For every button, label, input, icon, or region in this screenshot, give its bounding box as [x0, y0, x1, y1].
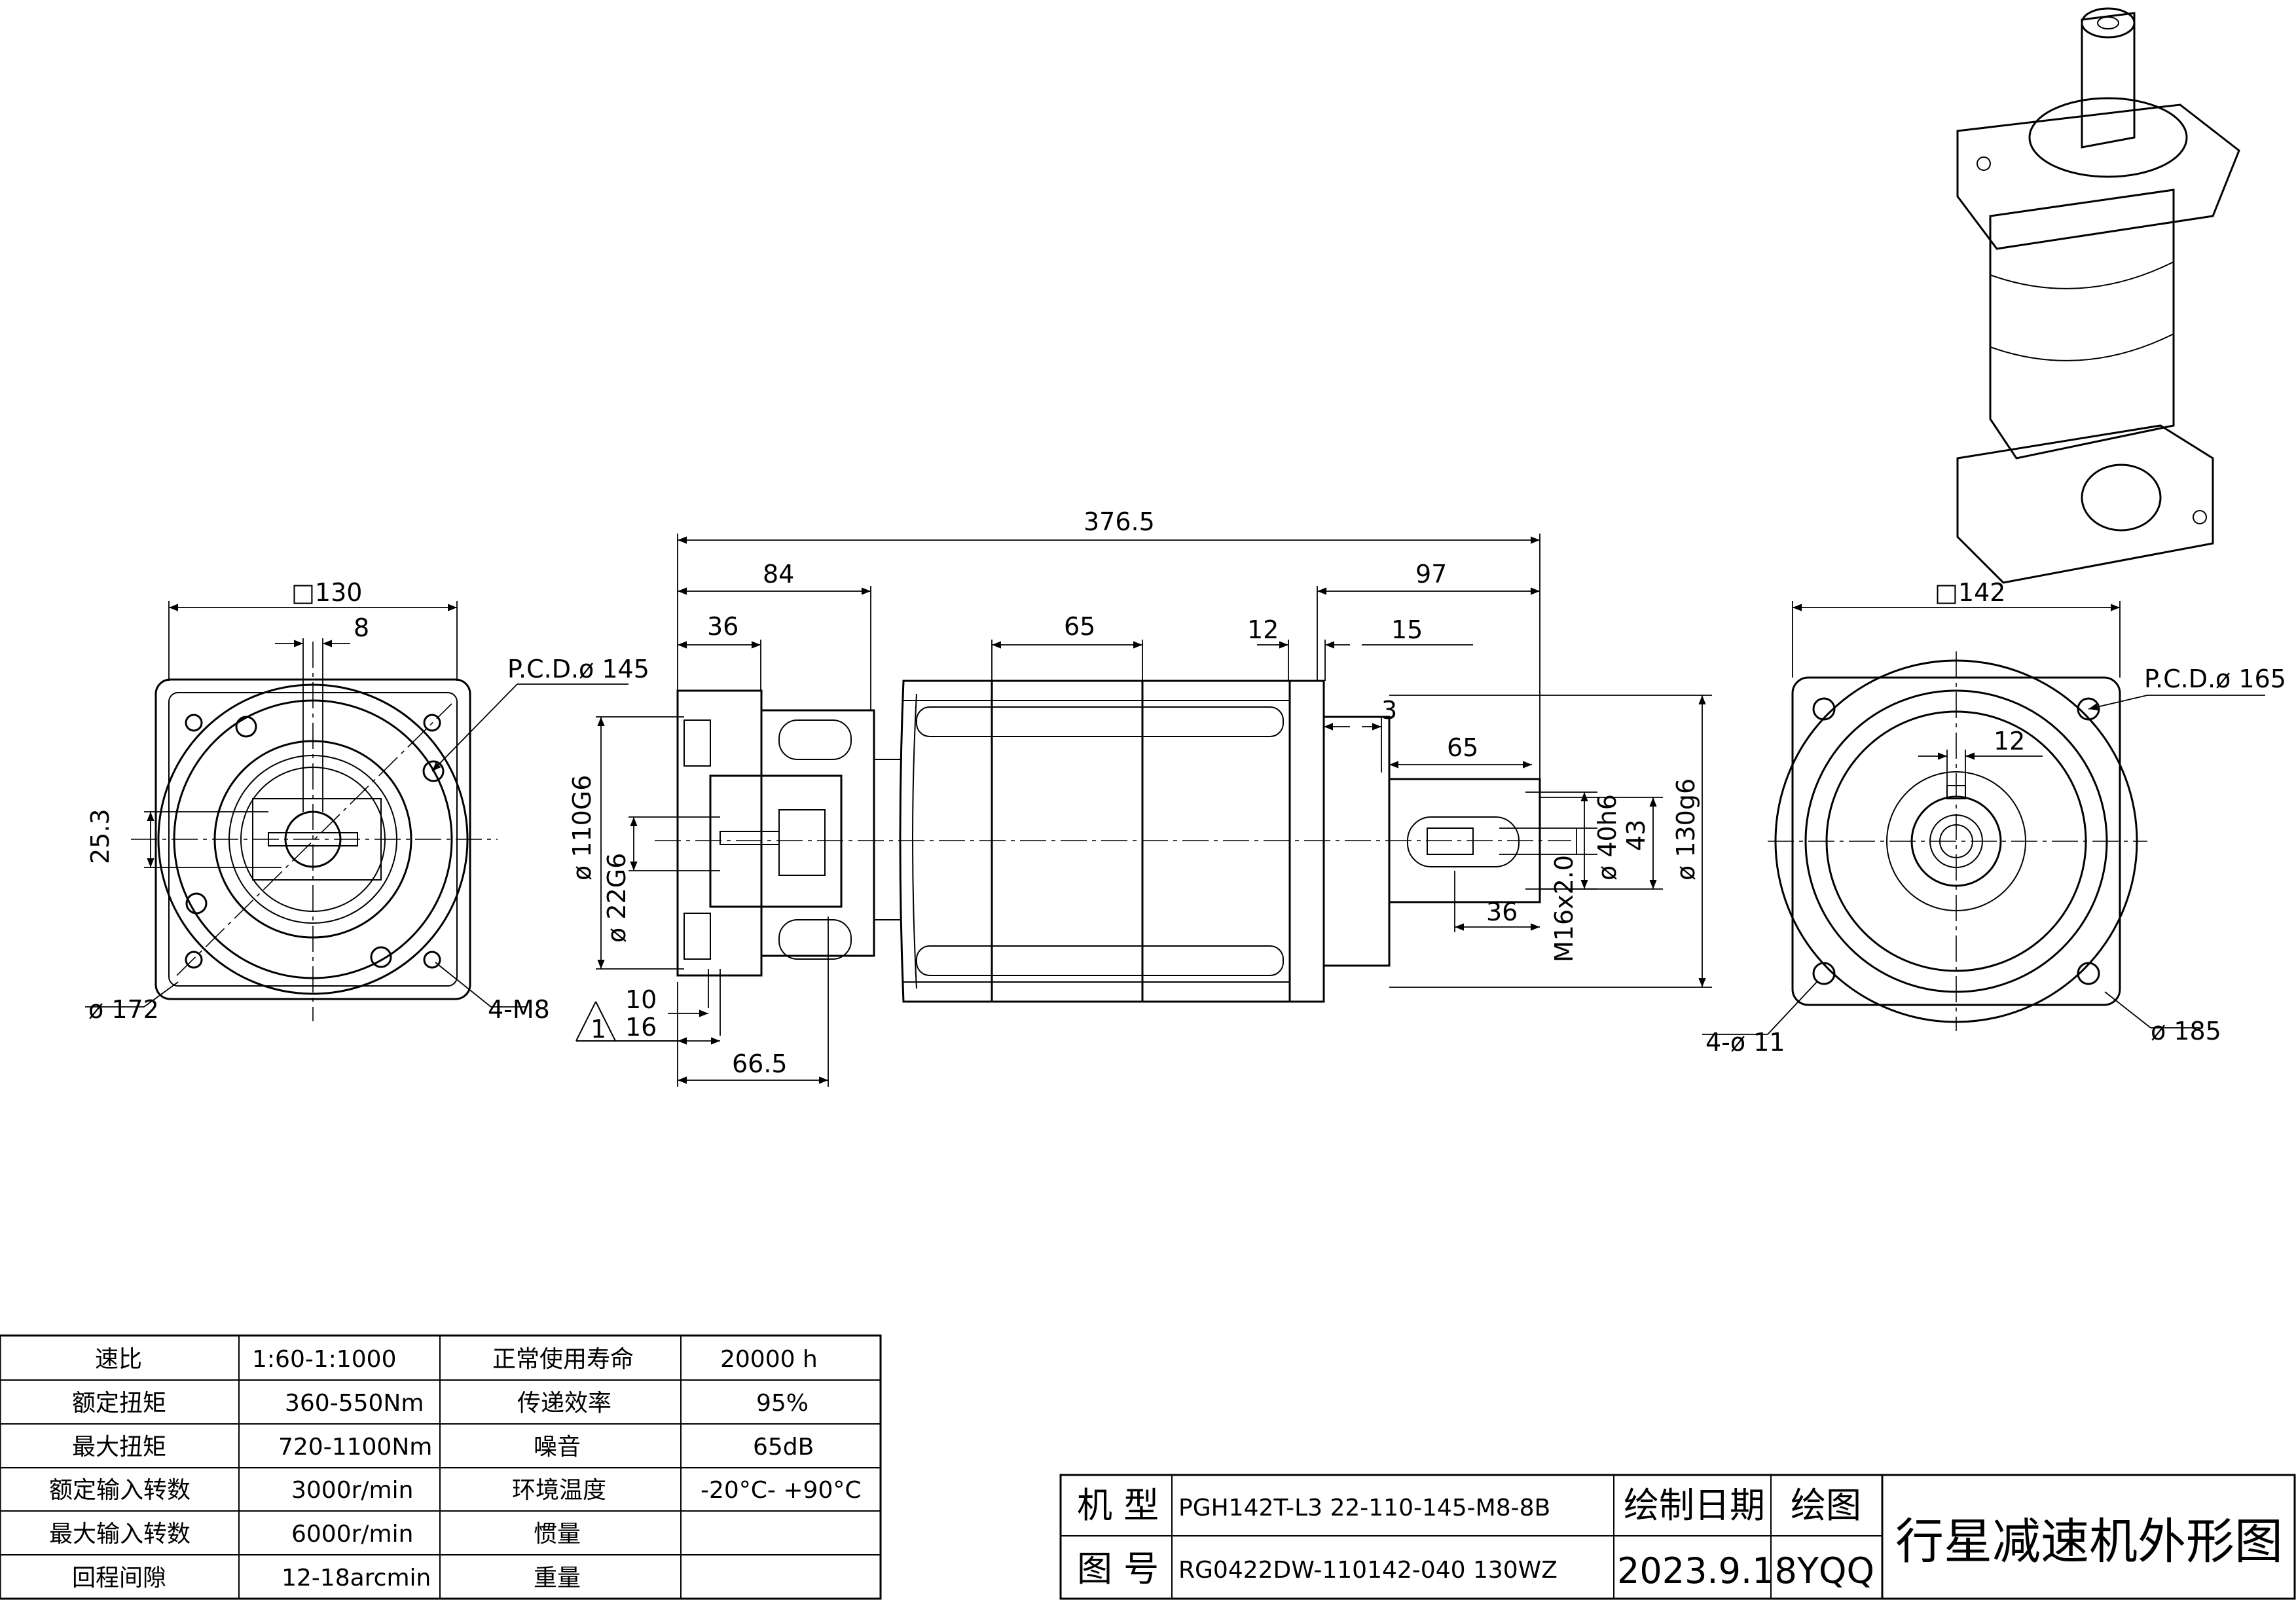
dim-square-130: □130 [291, 578, 362, 607]
dim-84: 84 [763, 560, 794, 589]
spec-1-value: 360-550Nm [285, 1390, 424, 1417]
spec-5-value: 12-18arcmin [282, 1565, 431, 1591]
dim-15: 15 [1391, 615, 1423, 644]
dim-12-right: 12 [1994, 727, 2025, 755]
dimension-labels: □130 8 P.C.D.ø 145 25.3 ø 172 4-M8 376.5… [86, 507, 2286, 1078]
dim-97: 97 [1415, 560, 1447, 589]
dim-holes-m8: 4-M8 [488, 995, 550, 1024]
spec-1-label2: 传递效率 [517, 1390, 611, 1417]
dim-65-top: 65 [1064, 612, 1095, 641]
dim-3: 3 [1381, 696, 1397, 725]
spec-4-label: 最大输入转数 [49, 1521, 191, 1548]
dim-40h6: ø 40h6 [1593, 794, 1622, 881]
isometric-view [1956, 7, 2240, 584]
spec-0-value: 1:60-1:1000 [252, 1346, 396, 1373]
spec-3-label2: 环境温度 [512, 1477, 606, 1504]
spec-3-label: 额定输入转数 [49, 1477, 191, 1504]
dim-10: 10 [625, 985, 657, 1014]
side-view [655, 680, 1571, 1003]
spec-2-value2: 65dB [753, 1434, 814, 1461]
spec-table-text: 速比 1:60-1:1000 正常使用寿命 20000 h 额定扭矩 360-5… [49, 1346, 861, 1591]
spec-1-value2: 95% [756, 1390, 809, 1417]
model-label: 机 型 [1077, 1485, 1159, 1526]
dim-110g6: ø 110G6 [568, 775, 596, 881]
input-end-view [131, 642, 498, 1021]
dim-65-shaft: 65 [1447, 733, 1478, 762]
spec-1-label: 额定扭矩 [72, 1390, 166, 1417]
dim-holes-11: 4-ø 11 [1705, 1028, 1785, 1057]
dim-185: ø 185 [2151, 1017, 2221, 1045]
dim-12-top: 12 [1247, 615, 1279, 644]
dim-43: 43 [1622, 820, 1650, 851]
drawing-no-value: RG0422DW-110142-040 130WZ [1178, 1557, 1558, 1584]
drawer-value: YQQ [1796, 1550, 1874, 1591]
spec-4-label2: 惯量 [534, 1521, 581, 1548]
spec-3-value: 3000r/min [291, 1477, 413, 1504]
spec-0-value2: 20000 h [720, 1346, 818, 1373]
dim-pcd-165: P.C.D.ø 165 [2144, 664, 2286, 693]
spec-2-label2: 噪音 [534, 1434, 581, 1461]
drawing-title: 行星减速机外形图 [1895, 1514, 2283, 1570]
dim-130g6: ø 130g6 [1671, 778, 1700, 881]
dim-m16x2: M16x2.0 [1550, 855, 1578, 962]
spec-0-label2: 正常使用寿命 [492, 1346, 634, 1373]
drawing-no-label: 图 号 [1077, 1548, 1159, 1590]
date-value: 2023.9.18 [1617, 1550, 1797, 1591]
spec-5-label2: 重量 [534, 1565, 581, 1591]
dim-172: ø 172 [88, 995, 159, 1024]
dim-total-376-5: 376.5 [1084, 507, 1155, 536]
title-block [1059, 1474, 2296, 1600]
dim-pcd-145: P.C.D.ø 145 [507, 655, 649, 683]
output-end-view [1768, 651, 2147, 1031]
spec-0-label: 速比 [95, 1346, 142, 1373]
title-block-text: 机 型 PGH142T-L3 22-110-145-M8-8B 图 号 RG04… [1077, 1485, 2283, 1591]
dim-16: 16 [625, 1013, 657, 1042]
model-value: PGH142T-L3 22-110-145-M8-8B [1178, 1495, 1550, 1521]
spec-5-label: 回程间隙 [72, 1565, 166, 1591]
spec-2-value: 720-1100Nm [278, 1434, 432, 1461]
spec-2-label: 最大扭矩 [72, 1434, 166, 1461]
dim-25-3: 25.3 [86, 809, 115, 864]
spec-table [0, 1334, 882, 1600]
date-label: 绘制日期 [1624, 1485, 1765, 1526]
dim-36-shaft: 36 [1486, 898, 1518, 926]
spec-4-value: 6000r/min [291, 1521, 413, 1548]
dim-key-8: 8 [354, 613, 369, 642]
dim-36-top: 36 [707, 612, 738, 641]
dim-66-5: 66.5 [732, 1049, 788, 1078]
dimension-lines [85, 534, 2265, 1087]
spec-3-value2: -20°C- +90°C [701, 1477, 861, 1504]
dim-22g6: ø 22G6 [602, 853, 631, 943]
drawer-label: 绘图 [1791, 1485, 1861, 1526]
datum-label: 1 [591, 1015, 606, 1044]
dim-square-142: □142 [1935, 578, 2005, 607]
